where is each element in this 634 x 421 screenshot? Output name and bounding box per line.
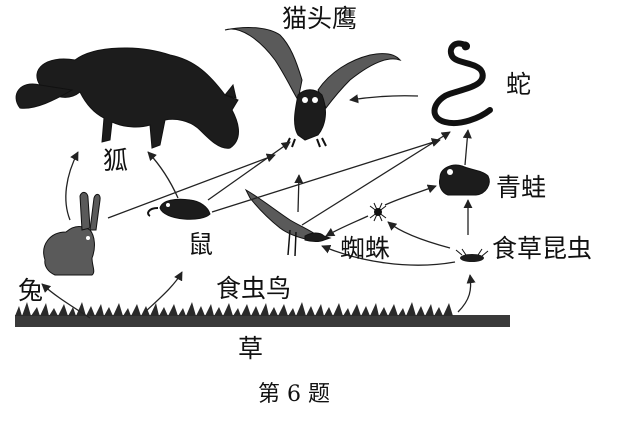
label-snake: 蛇	[506, 70, 532, 99]
fox-illustration	[15, 47, 239, 149]
arrow-rabbit-fox	[65, 151, 79, 221]
label-spider: 蜘蛛	[340, 234, 391, 263]
arrow-grass-insect	[457, 274, 476, 313]
label-grass: 草	[238, 334, 264, 363]
owl-illustration	[224, 27, 402, 148]
arrow-insect-spider	[387, 221, 451, 249]
label-insectivorous-bird: 食虫鸟	[216, 274, 292, 303]
mouse-illustration	[147, 198, 211, 220]
rabbit-illustration	[43, 191, 101, 276]
insectivorous-bird-illustration	[244, 188, 332, 257]
arrow-snake-owl	[349, 94, 419, 104]
arrow-mouse-snake	[211, 138, 441, 213]
label-mouse: 鼠	[188, 230, 214, 259]
food-web-arrows	[41, 94, 476, 319]
arrow-bird-snake	[301, 131, 451, 226]
label-owl: 猫头鹰	[282, 4, 358, 33]
arrow-spider-bird	[325, 215, 369, 237]
label-rabbit: 兔	[18, 276, 44, 305]
arrow-grass-rabbit	[41, 283, 91, 319]
frog-illustration	[439, 164, 490, 196]
arrow-mouse-owl	[207, 141, 291, 201]
arrow-bird-owl	[294, 174, 304, 213]
label-fox: 狐	[103, 146, 129, 175]
arrow-grass-mouse	[144, 271, 183, 313]
arrow-rabbit-owl	[107, 153, 276, 219]
insect-illustration	[455, 248, 489, 262]
spider-illustration	[369, 202, 387, 222]
arrow-spider-frog	[384, 184, 437, 206]
grass-illustration	[15, 302, 510, 327]
arrow-mouse-fox	[147, 151, 179, 199]
snake-illustration	[431, 40, 493, 126]
label-frog: 青蛙	[496, 173, 547, 202]
figure-caption: 第 6 题	[258, 382, 330, 407]
arrow-frog-snake	[462, 129, 472, 166]
arrow-insect-bird	[321, 244, 456, 266]
label-herbivorous-insect: 食草昆虫	[492, 234, 593, 263]
